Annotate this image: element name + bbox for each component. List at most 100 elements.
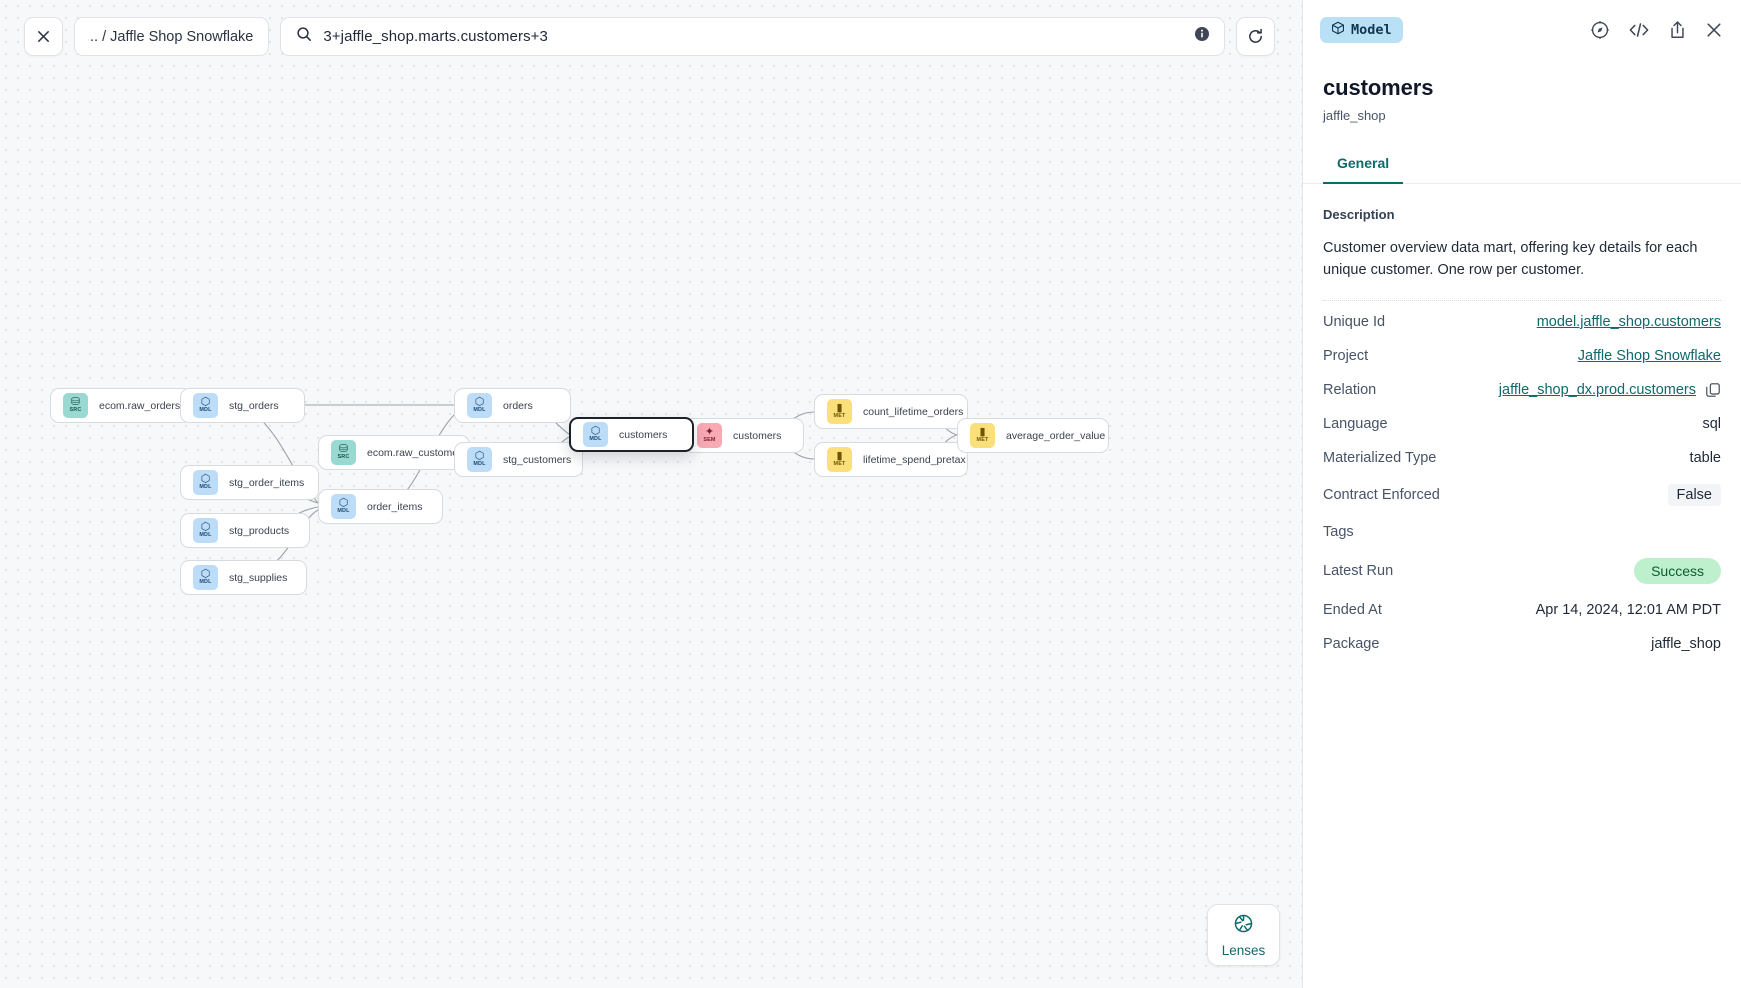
detail-row-key: Tags <box>1323 523 1354 540</box>
copy-icon[interactable] <box>1705 382 1721 398</box>
detail-row-key: Language <box>1323 415 1388 432</box>
lineage-node-stg_supplies[interactable]: ⬡MDL stg_supplies <box>180 560 307 595</box>
detail-row: Ended At Apr 14, 2024, 12:01 AM PDT <box>1323 593 1721 627</box>
detail-row-key: Latest Run <box>1323 562 1394 579</box>
node-type-icon-mdl: ⬡MDL <box>583 422 608 447</box>
detail-row-value-wrap: Apr 14, 2024, 12:01 AM PDT <box>1536 602 1721 618</box>
detail-row: Relation jaffle_shop_dx.prod.customers <box>1323 373 1721 407</box>
detail-row-value-wrap: jaffle_shop <box>1651 636 1721 652</box>
panel-tabs: General <box>1303 155 1741 184</box>
details-panel: Model <box>1302 0 1741 988</box>
node-type-icon-met: ▮MET <box>827 399 852 424</box>
lineage-node-stg_products[interactable]: ⬡MDL stg_products <box>180 513 310 548</box>
lineage-node-stg_order_items[interactable]: ⬡MDL stg_order_items <box>180 465 319 500</box>
canvas-toolbar: .. / Jaffle Shop Snowflake 3+jaffle_shop… <box>24 17 1276 56</box>
detail-row-link[interactable]: Jaffle Shop Snowflake <box>1577 347 1721 364</box>
detail-row: Latest Run Success <box>1323 549 1721 593</box>
lineage-node-label: order_items <box>367 500 423 513</box>
detail-row-link[interactable]: jaffle_shop_dx.prod.customers <box>1498 381 1696 398</box>
lineage-node-stg_orders[interactable]: ⬡MDL stg_orders <box>180 388 305 423</box>
node-type-badge[interactable]: Model <box>1320 16 1403 43</box>
node-type-label: Model <box>1351 21 1392 38</box>
section-divider <box>1323 299 1721 301</box>
panel-toolbar: Model <box>1303 0 1741 59</box>
node-type-icon-mdl: ⬡MDL <box>467 447 492 472</box>
node-type-icon-src: ⛁SRC <box>63 393 88 418</box>
info-icon[interactable] <box>1194 26 1210 47</box>
refresh-icon <box>1247 28 1264 45</box>
node-type-icon-mdl: ⬡MDL <box>331 494 356 519</box>
refresh-button[interactable] <box>1236 17 1276 56</box>
lineage-node-customers[interactable]: ⬡MDL customers <box>569 417 694 452</box>
node-type-icon-mdl: ⬡MDL <box>193 470 218 495</box>
node-type-icon-mdl: ⬡MDL <box>193 518 218 543</box>
lineage-node-label: ecom.raw_orders <box>99 399 181 412</box>
search-icon <box>296 26 312 47</box>
close-icon <box>36 29 51 44</box>
lineage-node-label: customers <box>619 428 668 441</box>
detail-row-value-wrap: Jaffle Shop Snowflake <box>1578 348 1721 364</box>
breadcrumb[interactable]: .. / Jaffle Shop Snowflake <box>74 17 270 56</box>
detail-row-key: Materialized Type <box>1323 449 1437 466</box>
lineage-node-label: stg_supplies <box>229 571 288 584</box>
detail-row-value: Apr 14, 2024, 12:01 AM PDT <box>1535 601 1721 618</box>
tab-general-label: General <box>1337 155 1390 171</box>
page-title: customers <box>1323 75 1434 100</box>
cube-icon <box>1331 21 1345 39</box>
search-value: 3+jaffle_shop.marts.customers+3 <box>323 28 548 45</box>
description-text: Customer overview data mart, offering ke… <box>1323 240 1698 279</box>
detail-row: Materialized Type table <box>1323 441 1721 475</box>
detail-row-key: Relation <box>1323 381 1377 398</box>
lineage-node-label: stg_products <box>229 524 290 537</box>
lineage-node-ecom-raw_orders[interactable]: ⛁SRC ecom.raw_orders <box>50 388 192 423</box>
lineage-node-label: ecom.raw_customers <box>367 446 467 459</box>
status-badge: Success <box>1634 557 1721 584</box>
node-type-icon-mdl: ⬡MDL <box>193 393 218 418</box>
lineage-node-label: orders <box>503 399 533 412</box>
lineage-node-customers[interactable]: ✦SEM customers <box>684 418 804 453</box>
lineage-node-label: count_lifetime_orders <box>863 405 964 418</box>
close-icon[interactable] <box>1705 21 1723 39</box>
compass-icon[interactable] <box>1590 20 1610 40</box>
lineage-node-label: lifetime_spend_pretax <box>863 453 966 466</box>
detail-row-value-wrap: False <box>1667 483 1721 506</box>
tab-general[interactable]: General <box>1323 155 1404 184</box>
aperture-icon <box>1233 913 1254 939</box>
panel-action-icons <box>1590 20 1723 40</box>
lineage-node-count_lifetime_orders[interactable]: ▮MET count_lifetime_orders <box>814 394 968 429</box>
lenses-label: Lenses <box>1221 942 1266 958</box>
close-lineage-button[interactable] <box>24 17 63 56</box>
lineage-node-lifetime_spend_pretax[interactable]: ▮MET lifetime_spend_pretax <box>814 442 968 477</box>
lenses-button[interactable]: Lenses <box>1207 904 1280 966</box>
detail-row-value-wrap: table <box>1690 450 1721 466</box>
lineage-node-label: stg_order_items <box>229 476 305 489</box>
detail-row-key: Ended At <box>1323 601 1382 618</box>
node-type-icon-met: ▮MET <box>970 423 995 448</box>
detail-row-key: Unique Id <box>1323 313 1386 330</box>
node-type-icon-sem: ✦SEM <box>697 423 722 448</box>
search-input[interactable]: 3+jaffle_shop.marts.customers+3 <box>280 17 1226 56</box>
detail-row-value-wrap: sql <box>1702 416 1721 432</box>
node-type-icon-met: ▮MET <box>827 447 852 472</box>
lineage-node-order_items[interactable]: ⬡MDL order_items <box>318 489 443 524</box>
lineage-node-label: customers <box>733 429 782 442</box>
code-icon[interactable] <box>1628 20 1650 40</box>
detail-row-value-wrap: Success <box>1634 557 1721 584</box>
share-icon[interactable] <box>1668 20 1687 40</box>
detail-row: Language sql <box>1323 407 1721 441</box>
detail-row-link[interactable]: model.jaffle_shop.customers <box>1536 313 1721 330</box>
lineage-node-label: stg_orders <box>229 399 279 412</box>
detail-row-value-wrap: jaffle_shop_dx.prod.customers <box>1499 382 1721 398</box>
detail-row-value: table <box>1689 449 1721 466</box>
detail-row-value-wrap: model.jaffle_shop.customers <box>1537 314 1721 330</box>
node-type-icon-mdl: ⬡MDL <box>193 565 218 590</box>
